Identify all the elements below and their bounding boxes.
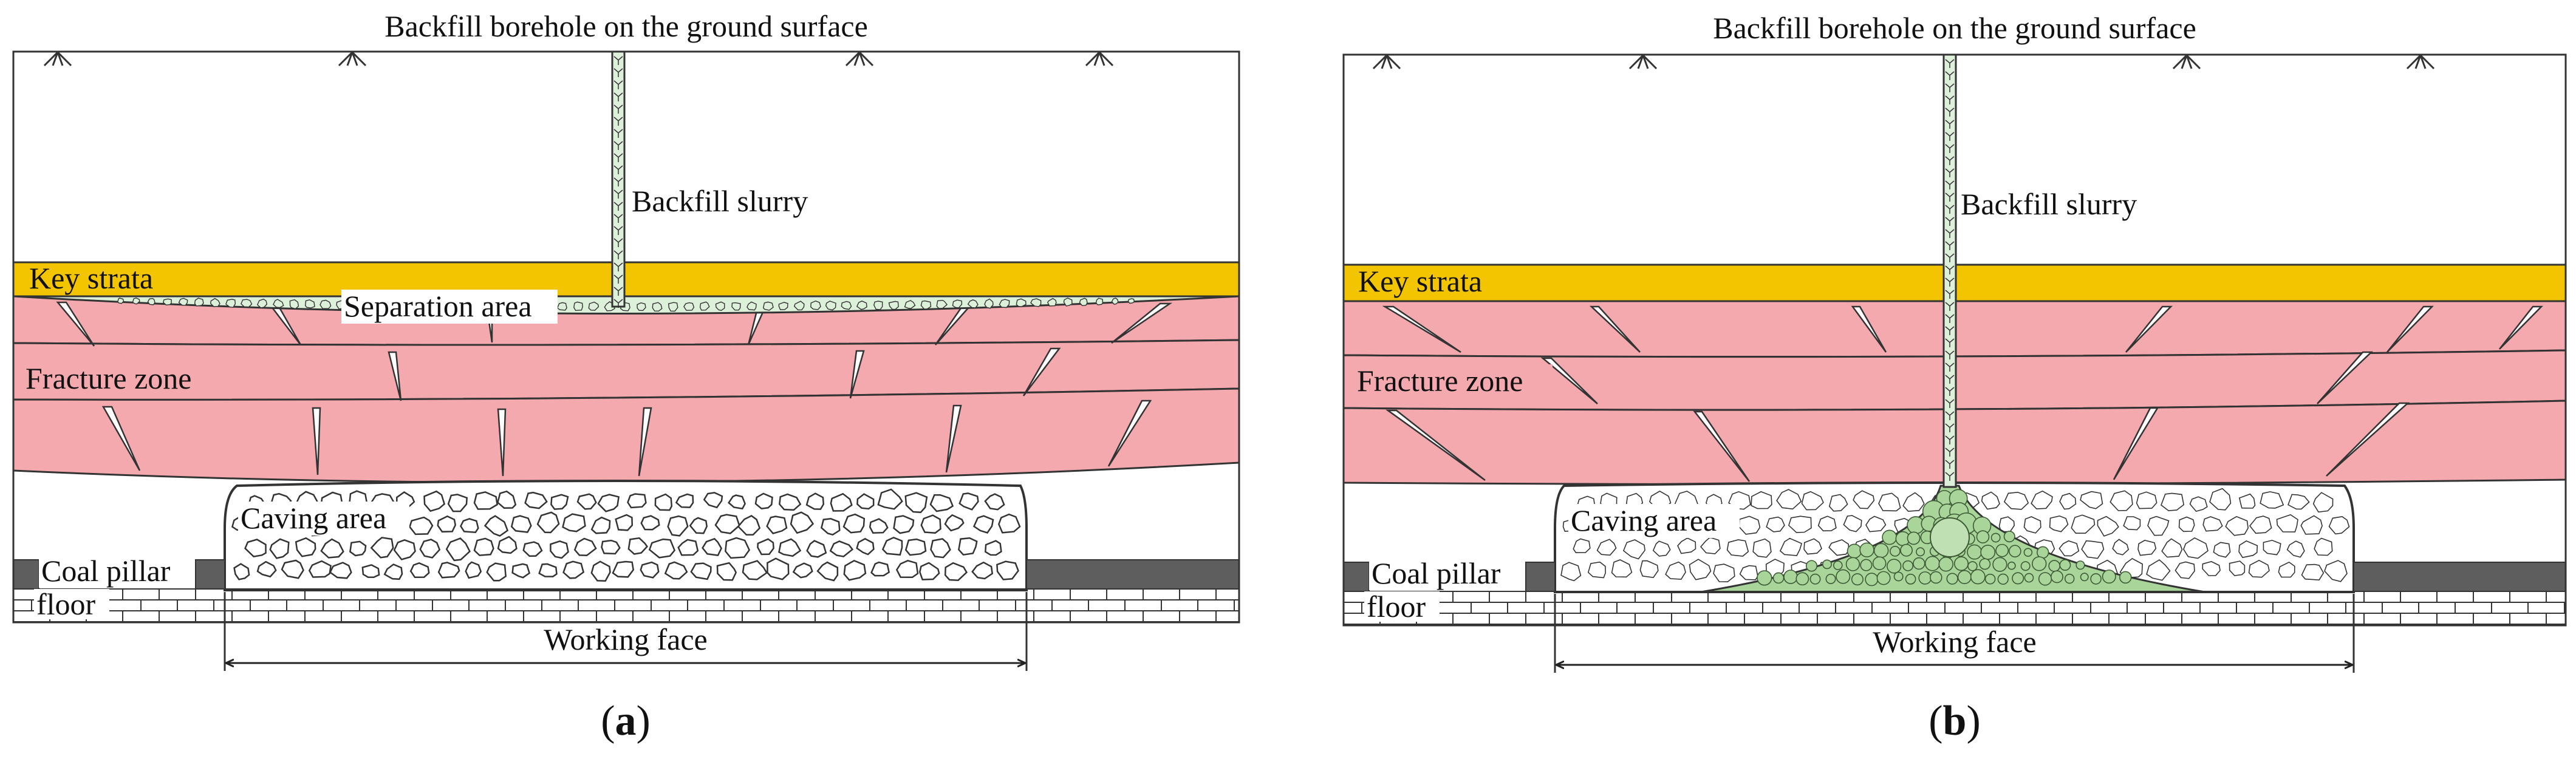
key-strata-label-a: Key strata: [29, 261, 153, 295]
frame-a: [12, 50, 1240, 624]
backfill-slurry-label-b: Backfill slurry: [1961, 187, 2137, 221]
fracture-zone-a: [13, 290, 1239, 484]
grass-tuft: [845, 50, 874, 67]
key-strata-a: [13, 261, 1239, 298]
panel-b: Backfill borehole on the ground surface …: [1342, 11, 2567, 744]
caving-area-label-b: Caving area: [1571, 503, 1717, 537]
grass-tuft: [1628, 53, 1658, 70]
borehole-stones-b: [1945, 59, 1955, 481]
coal-pillar-right-a: [1026, 559, 1239, 590]
borehole-stones-a: [613, 56, 623, 308]
surface-vegetation-a: [43, 50, 1114, 67]
coal-pillar-label-a: Coal pillar: [41, 554, 171, 588]
grass-tuft: [2172, 53, 2201, 70]
fracture-cracks-b: [1382, 305, 2543, 482]
title-a: Backfill borehole on the ground surface: [384, 9, 868, 43]
fracture-cracks-a: [56, 299, 1173, 477]
grass-tuft: [43, 50, 72, 67]
grass-tuft: [1085, 50, 1114, 67]
grass-tuft: [1372, 53, 1401, 70]
grass-tuft: [338, 50, 367, 67]
floor-label-a: floor: [36, 587, 96, 621]
floor-label-b: floor: [1367, 590, 1426, 624]
title-b: Backfill borehole on the ground surface: [1713, 11, 2196, 45]
caption-a: (a): [601, 698, 651, 744]
coal-pillar-label-b: Coal pillar: [1372, 556, 1501, 590]
frame-b: [1342, 53, 2567, 627]
coal-pillar-left2-a: [195, 559, 225, 590]
fracture-zone-label-b: Fracture zone: [1357, 364, 1523, 398]
coal-pillar-right-b: [2353, 562, 2566, 592]
fracture-zone-label-a: Fracture zone: [26, 361, 191, 395]
caving-area-label-a: Caving area: [241, 501, 386, 535]
backfill-slurry-label-a: Backfill slurry: [632, 184, 808, 218]
working-face-label-b: Working face: [1873, 625, 2036, 659]
key-strata-label-b: Key strata: [1358, 264, 1482, 298]
floor-b: [1344, 591, 2566, 625]
surface-vegetation-b: [1372, 53, 2435, 70]
separation-area-label-a: Separation area: [344, 289, 532, 323]
grass-tuft: [2406, 53, 2435, 70]
caption-b: (b): [1929, 698, 1981, 744]
coal-pillar-left-a: [13, 559, 39, 590]
panel-a: Backfill borehole on the ground surface …: [12, 9, 1240, 744]
working-face-label-a: Working face: [544, 622, 707, 656]
coal-pillar-left2-b: [1525, 562, 1556, 592]
coal-pillar-left-b: [1344, 562, 1370, 592]
backfill-stones-b: [1757, 489, 2132, 587]
